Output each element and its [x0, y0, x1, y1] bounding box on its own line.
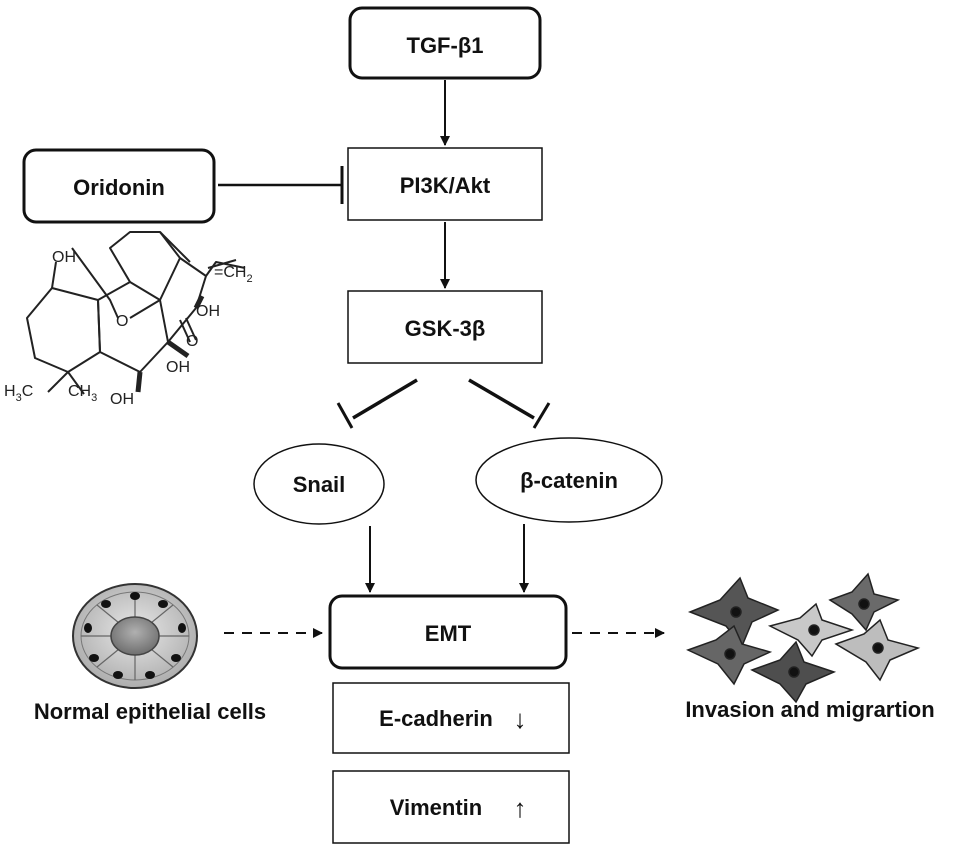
inhibit-oridonin-to-pi3k: [218, 166, 344, 204]
oh-bottom-label: OH: [110, 391, 134, 408]
oh-mid-label: OH: [166, 359, 190, 376]
vimentin-label: Vimentin: [390, 795, 483, 820]
vimentin-node: Vimentin ↑: [332, 770, 570, 844]
inhibit-gsk-to-beta-catenin: [468, 378, 551, 429]
tgf-beta1-node: TGF-β1: [348, 6, 542, 80]
oridonin-chemical-structure: [26, 231, 246, 395]
ch3-label: CH3: [68, 383, 97, 404]
emt-label: EMT: [425, 621, 472, 646]
beta-catenin-node: β-catenin: [475, 437, 663, 523]
inhibit-gsk-to-snail: [336, 378, 418, 429]
cell-nuclei-dots: [84, 592, 186, 679]
tgf-beta1-label: TGF-β1: [407, 33, 484, 58]
e-cadherin-node: E-cadherin ↓: [332, 682, 570, 754]
e-cadherin-label: E-cadherin: [379, 706, 493, 731]
snail-node: Snail: [253, 443, 385, 525]
down-arrow-icon: ↓: [514, 704, 527, 734]
gsk-3beta-label: GSK-3β: [405, 316, 486, 341]
invasion-migration-label: Invasion and migrartion: [685, 697, 934, 722]
oridonin-structure-labels: OH =CH2 OH O O OH H3C CH3 OH: [4, 249, 253, 408]
gsk-3beta-node: GSK-3β: [347, 290, 543, 364]
oridonin-label: Oridonin: [73, 175, 165, 200]
migrating-cells-illustration: [686, 572, 921, 704]
o-carbonyl-label: O: [186, 333, 198, 350]
h3c-label: H3C: [4, 383, 33, 404]
beta-catenin-label: β-catenin: [520, 468, 618, 493]
o-bridge-label: O: [116, 313, 128, 330]
ch2-label: =CH2: [214, 264, 253, 285]
pi3k-akt-label: PI3K/Akt: [400, 173, 491, 198]
up-arrow-icon: ↑: [514, 793, 527, 823]
oridonin-node: Oridonin: [22, 148, 216, 224]
emt-node: EMT: [328, 594, 568, 670]
oh-right-label: OH: [196, 303, 220, 320]
normal-epithelial-cells-label: Normal epithelial cells: [34, 699, 266, 724]
snail-label: Snail: [293, 472, 346, 497]
normal-epithelial-cell-illustration: [72, 583, 198, 689]
oh-top-label: OH: [52, 249, 76, 266]
pi3k-akt-node: PI3K/Akt: [347, 147, 543, 221]
